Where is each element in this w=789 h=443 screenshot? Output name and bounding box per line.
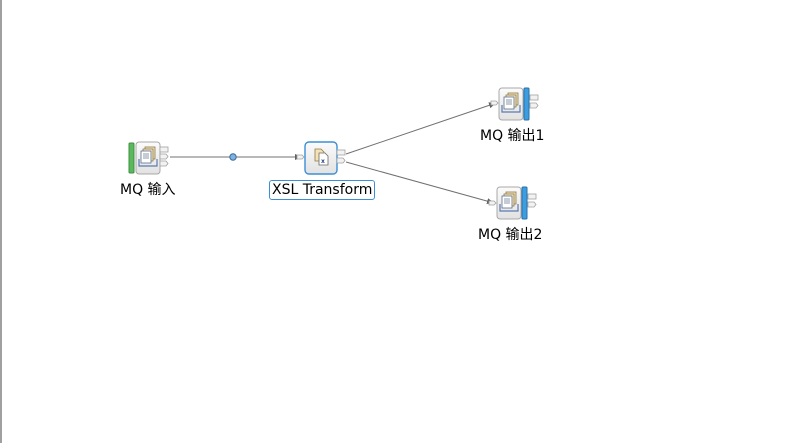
node-mq-input[interactable] [128,141,169,175]
output-terminal-failure[interactable] [336,157,346,164]
document-stack-icon [138,146,158,167]
output-terminal-out[interactable] [159,146,169,153]
node-xsl-transform[interactable]: x [296,141,346,175]
bendpoint-handle[interactable] [229,153,237,161]
node-mq-output-1[interactable] [490,87,539,121]
output-status-bar [521,186,528,220]
output-terminal-failure[interactable] [529,102,539,109]
input-status-bar [128,142,135,174]
connection-xsl-to-output2[interactable] [345,161,495,205]
node-label-mq-input[interactable]: MQ 输入 [120,182,176,198]
document-stack-icon [499,191,519,212]
output-status-bar [523,87,530,121]
output-terminal-failure[interactable] [159,153,169,160]
connections [170,102,497,205]
output-terminal-out[interactable] [529,94,539,101]
xsl-document-icon: x [314,148,329,166]
canvas-left-border [0,0,2,443]
input-terminal[interactable] [490,100,499,106]
output-terminal-catch[interactable] [159,160,169,167]
svg-text:x: x [321,158,325,165]
output-terminal-out[interactable] [527,193,537,200]
node-label-mq-output-2[interactable]: MQ 输出2 [478,227,543,243]
node-mq-output-2[interactable] [488,186,537,220]
output-terminal-failure[interactable] [527,201,537,208]
input-terminal[interactable] [488,200,497,206]
input-terminal[interactable] [296,154,305,160]
node-label-mq-output-1[interactable]: MQ 输出1 [480,128,545,144]
connection-xsl-to-output1[interactable] [345,102,497,155]
document-stack-icon [501,92,521,113]
output-terminal-out[interactable] [336,149,346,156]
node-label-xsl-transform[interactable]: XSL Transform [269,180,376,200]
